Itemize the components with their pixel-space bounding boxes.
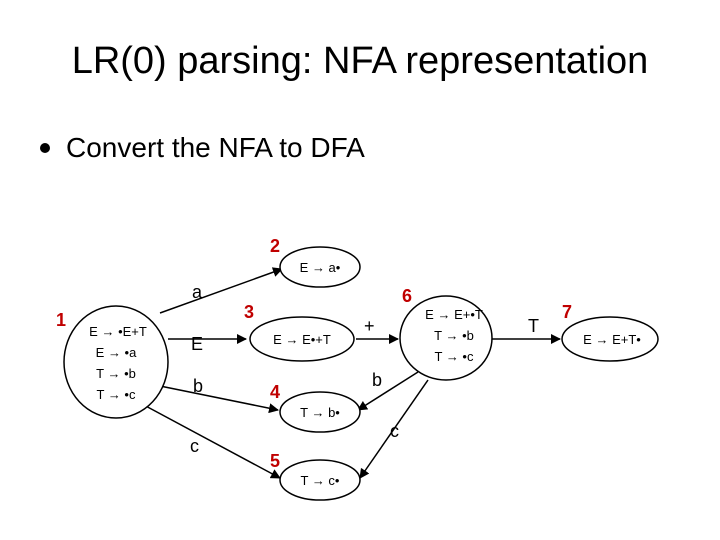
state-6: 6 E → E+•T T → •b T → •c	[399, 286, 493, 381]
state-6-item: E → E+•T	[425, 307, 483, 322]
edge-label-c: c	[190, 436, 199, 456]
edge-label-a: a	[192, 282, 203, 302]
state-3: 3 E → E•+T	[244, 302, 355, 362]
state-1-number: 1	[56, 310, 66, 330]
edge-label-b: b	[193, 376, 203, 396]
state-3-item: E → E•+T	[273, 332, 331, 347]
state-6-number: 6	[402, 286, 412, 306]
state-2-number: 2	[270, 236, 280, 256]
state-7: 7 E → E+T•	[561, 302, 659, 362]
edge-label-b-6: b	[372, 370, 382, 390]
state-1-item: T → •c	[97, 387, 136, 402]
state-1: 1 E → •E+T E → •a T → •b T → •c	[56, 305, 169, 419]
state-3-number: 3	[244, 302, 254, 322]
state-2-item: E → a•	[300, 260, 341, 275]
edge-label-E: E	[191, 334, 203, 354]
bullet-dot-icon	[40, 142, 50, 153]
edge-1-to-5	[141, 403, 281, 479]
edge-6-to-4	[357, 371, 419, 411]
state-6-item: T → •c	[435, 349, 474, 364]
state-7-item: E → E+T•	[583, 332, 641, 347]
state-5-number: 5	[270, 451, 280, 471]
state-6-item: T → •b	[434, 328, 474, 343]
state-4: 4 T → b•	[270, 382, 361, 433]
bullet-item: Convert the NFA to DFA	[40, 132, 365, 164]
state-1-item: T → •b	[96, 366, 136, 381]
edge-label-c-6: c	[390, 421, 399, 441]
state-2: 2 E → a•	[270, 236, 361, 288]
slide-title: LR(0) parsing: NFA representation	[71, 40, 649, 82]
edge-label-T: T	[528, 316, 539, 336]
state-4-number: 4	[270, 382, 280, 402]
edge-6-to-5	[359, 379, 429, 479]
edge-label-plus: +	[364, 316, 375, 336]
edge-1-to-4	[159, 385, 279, 414]
bullet-text: Convert the NFA to DFA	[66, 132, 365, 163]
state-5-item: T → c•	[301, 473, 340, 488]
state-1-item: E → •a	[96, 345, 137, 360]
state-7-number: 7	[562, 302, 572, 322]
edge-1-to-2	[159, 267, 283, 314]
state-5: 5 T → c•	[270, 451, 361, 501]
state-4-item: T → b•	[300, 405, 340, 420]
state-1-item: E → •E+T	[89, 324, 147, 339]
